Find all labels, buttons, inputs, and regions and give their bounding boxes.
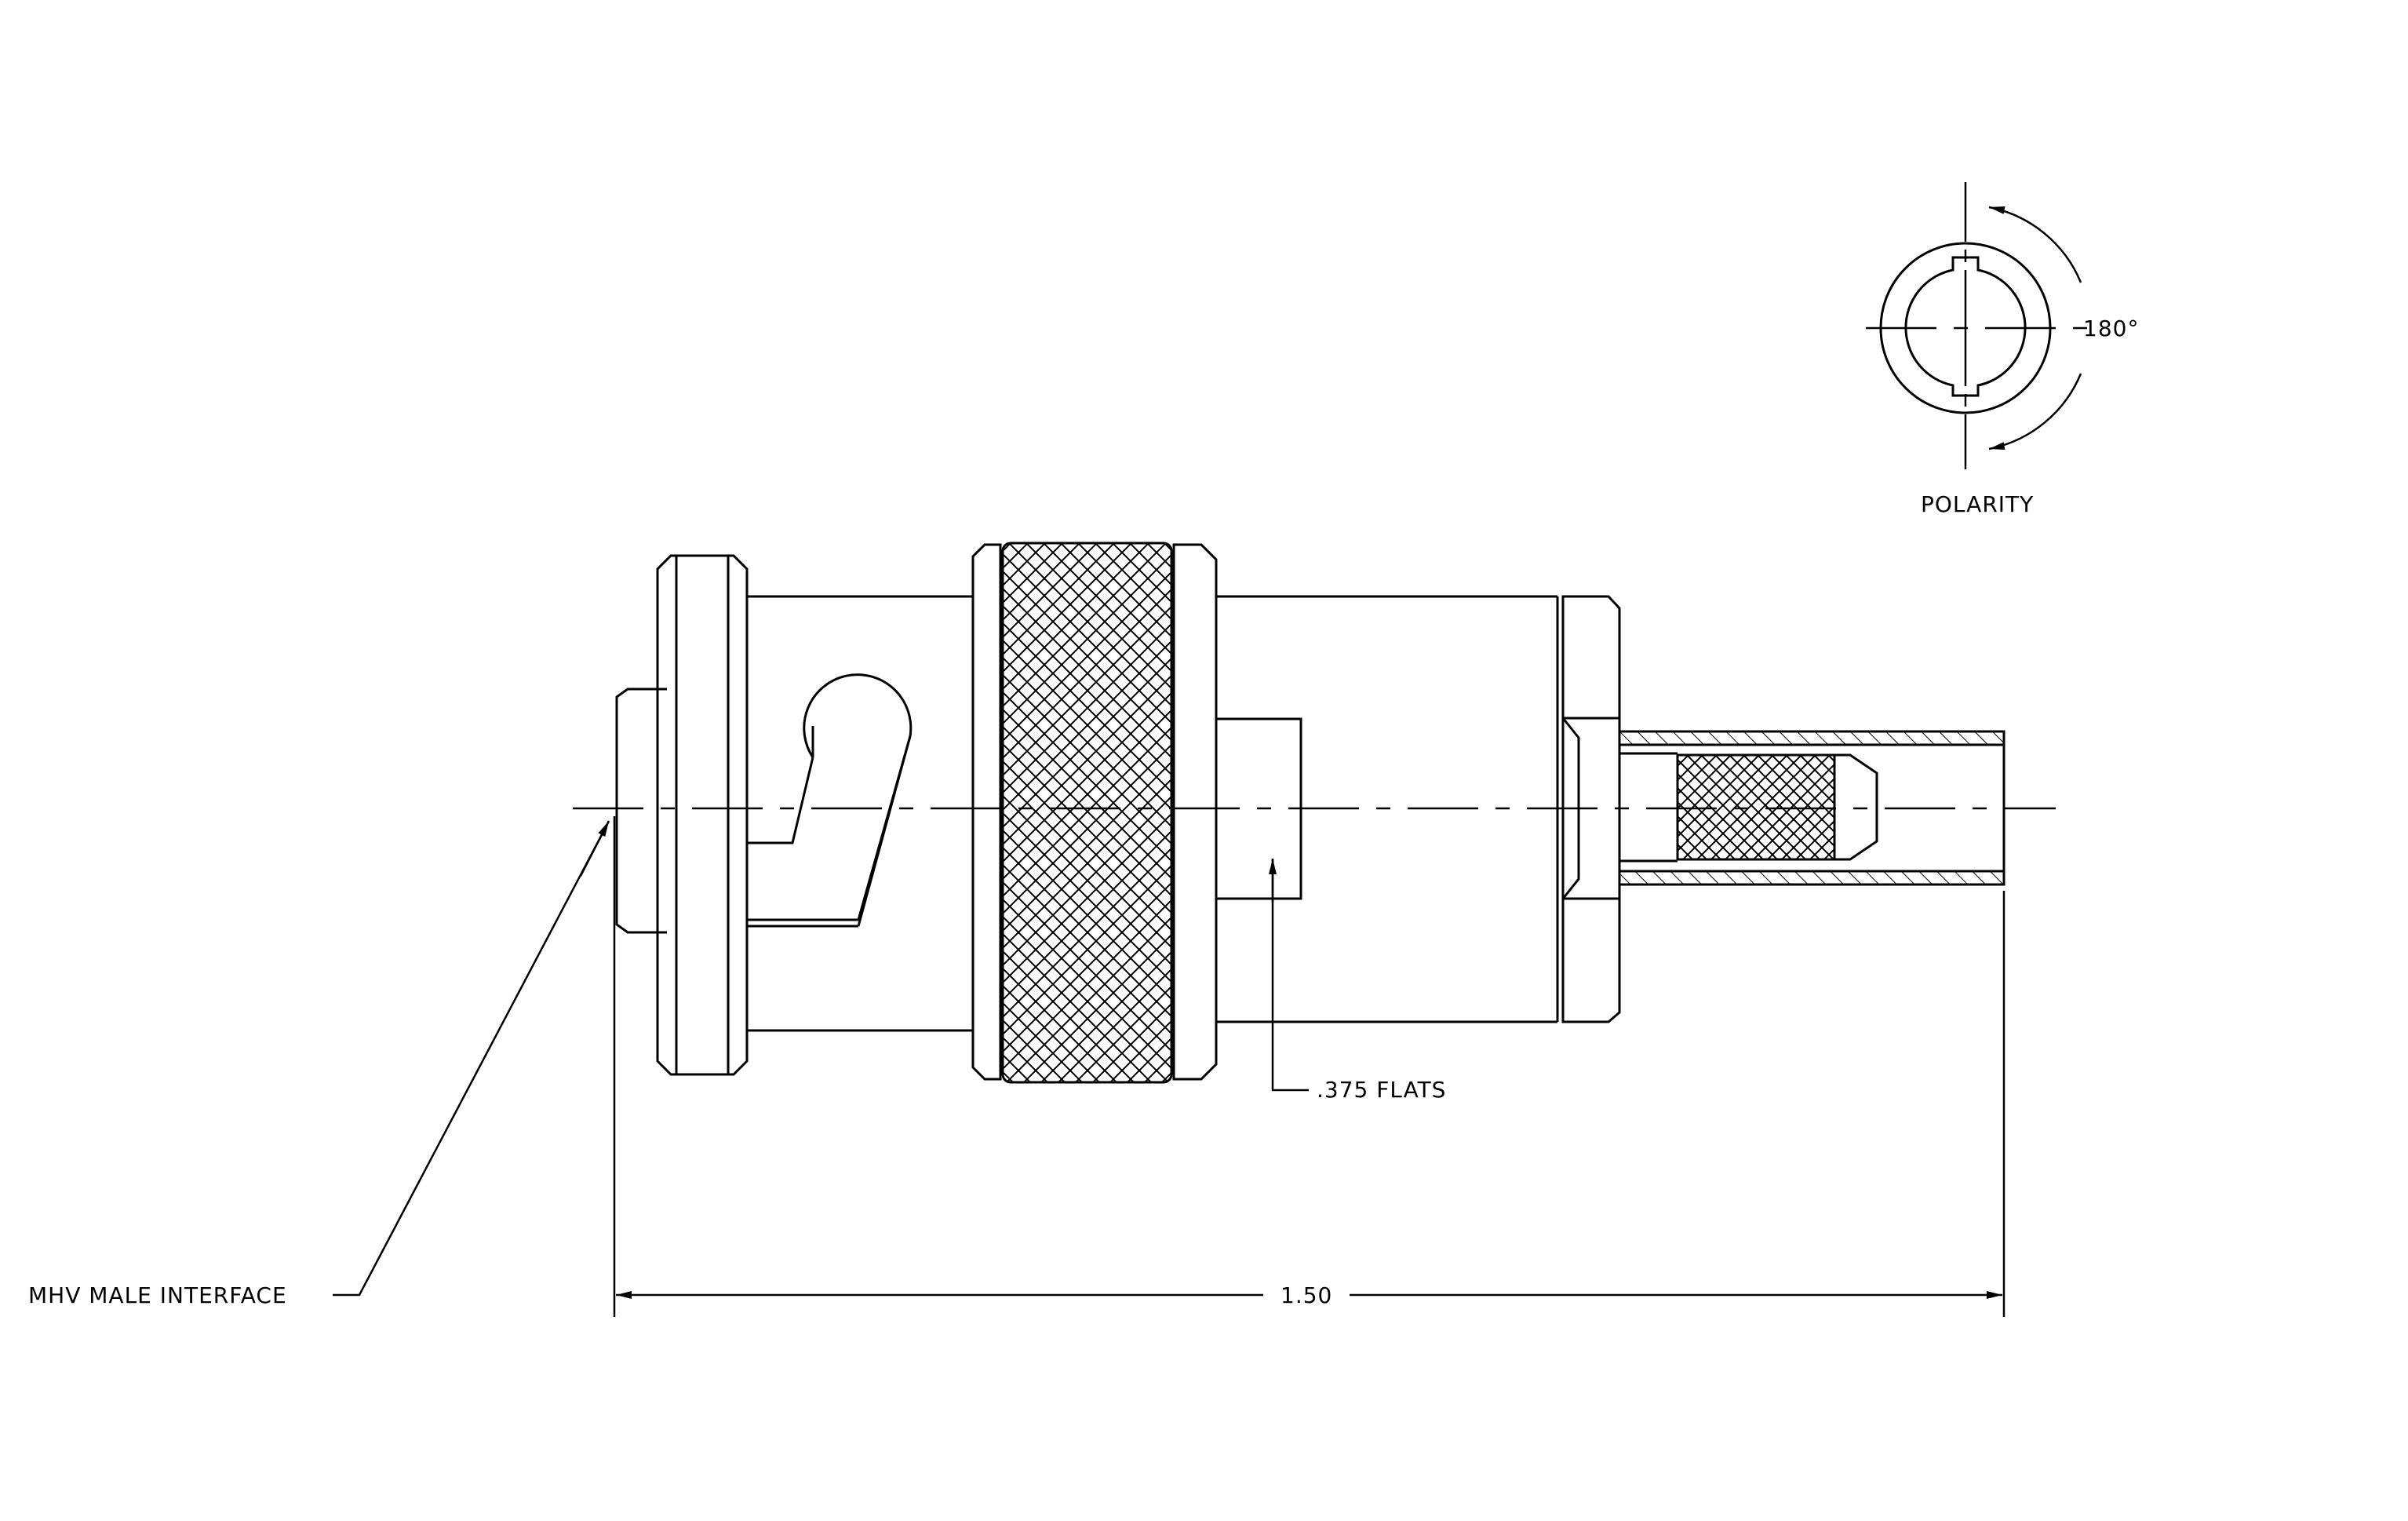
front-flange	[656, 554, 749, 1076]
length-dimension: 1.50	[613, 816, 2005, 1317]
polarity-view: 180° POLARITY	[1866, 182, 2139, 517]
center-contact-tip	[1834, 753, 1878, 861]
center-contact-knurl	[1676, 753, 1836, 861]
interface-label: MHV MALE INTERFACE	[28, 1282, 287, 1308]
polarity-caption: POLARITY	[1921, 491, 2034, 517]
bayonet-slot	[747, 673, 913, 921]
coupling-nut-knurl	[1001, 542, 1173, 1084]
interface-nose	[615, 688, 667, 934]
crimp-ferrule	[1618, 730, 2005, 886]
length-dimension-label: 1.50	[1281, 1282, 1332, 1308]
connector-body	[615, 542, 2005, 1084]
flats-callout: .375 FLATS	[1269, 859, 1446, 1103]
flats-label: .375 FLATS	[1317, 1077, 1446, 1103]
coupling-nut-right-rim	[1172, 543, 1218, 1081]
polarity-angle-label: 180°	[2083, 316, 2139, 341]
hex-nut	[1561, 595, 1621, 1023]
coupling-nut-left-rim	[971, 543, 1002, 1081]
interface-callout: MHV MALE INTERFACE	[28, 820, 610, 1308]
